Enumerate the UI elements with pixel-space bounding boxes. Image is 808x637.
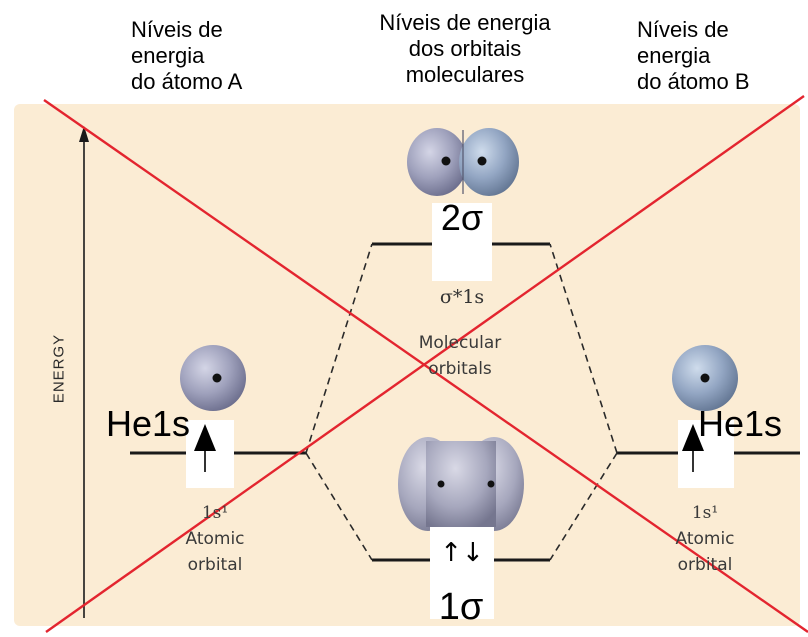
header-atom-a-line2: energia [131,43,205,68]
header-molecular-line2: dos orbitais [408,36,522,61]
header-atom-b-line3: do átomo B [637,69,750,94]
antibonding-cover-box [432,203,492,281]
atom-a-orbital-caption: 1s¹ Atomic orbital [150,500,280,578]
header-molecular-line3: moleculares [405,62,525,87]
header-atom-a-line1: Níveis de [131,17,223,42]
sigma1-label: 1σ [438,586,484,628]
atom-a-electron-arrow [194,424,216,472]
he1s-left-label: He1s [106,403,191,444]
header-atom-b-line1: Níveis de [637,17,729,42]
sigma2-label: 2σ [440,197,484,238]
energy-axis-label: ENERGY [50,333,68,404]
molecular-label-line1: Molecular [418,333,502,353]
atom-b-orbital-image [672,345,738,411]
he1s-right-label: He1s [698,403,783,444]
header-atom-a-line3: do átomo A [131,69,243,94]
atom-a-subshell: 1s¹ [201,503,229,523]
header-molecular: Níveis de energia dos orbitais molecular… [335,10,595,88]
atom-a-atomic-label: Atomic [185,529,245,549]
molecular-label-line2: orbitals [428,359,492,379]
atom-b-subshell: 1s¹ [691,503,719,523]
antibonding-symbol: σ*1s [439,286,485,308]
energy-axis-arrowhead [79,126,89,142]
bonding-orbital-image [398,437,524,531]
header-atom-b: Níveis de energia do átomo B [637,17,750,95]
molecular-orbitals-label: Molecular orbitals [380,330,540,382]
atom-a-orbital-label: orbital [187,555,243,575]
atom-a-cover-box [186,420,234,488]
spin-pair-arrows: ↑↓ [440,538,484,568]
red-cross [43,95,808,633]
atom-b-atomic-label: Atomic [675,529,735,549]
header-atom-a: Níveis de energia do átomo A [131,17,242,95]
atom-b-cover-box [678,420,734,488]
atom-b-electron-arrow [682,424,704,472]
header-atom-b-line2: energia [637,43,711,68]
antibonding-orbital-image [407,128,519,196]
correlation-lines [305,243,618,561]
diagram-panel [14,104,800,626]
atom-b-orbital-caption: 1s¹ Atomic orbital [640,500,770,578]
header-molecular-line1: Níveis de energia [379,10,551,35]
atom-b-orbital-label: orbital [677,555,733,575]
bonding-cover-box [430,527,494,619]
atom-a-orbital-image [180,345,246,411]
